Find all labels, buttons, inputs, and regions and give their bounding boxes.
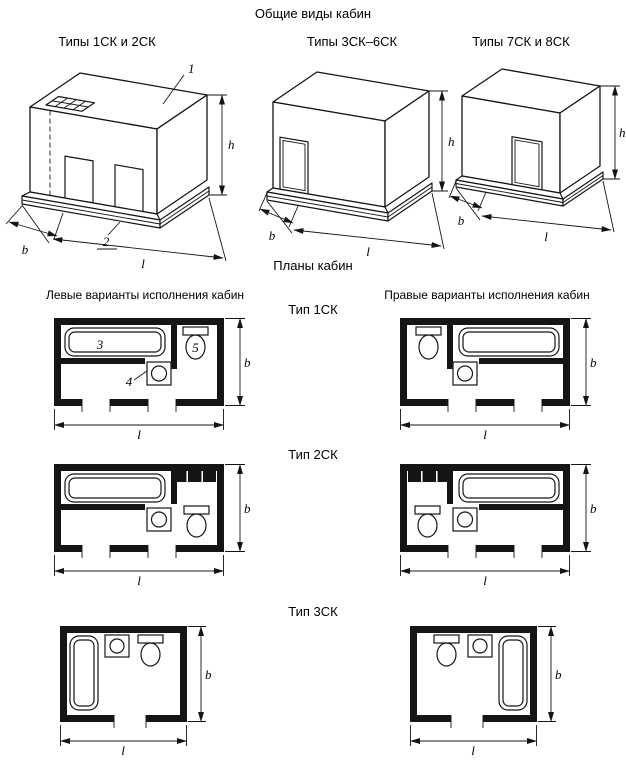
washbasin-fixture (104, 634, 130, 658)
dimension-length-label: l (366, 244, 370, 259)
dimension-length-label: l (137, 427, 141, 442)
base-plinth (455, 171, 604, 207)
left-variants-header: Левые варианты исполнения кабин (45, 288, 245, 302)
bath-fixture (64, 327, 166, 357)
dimension-length: l (54, 409, 224, 442)
callout-toilet-number: 5 (192, 340, 199, 355)
dimension-width: b (538, 626, 562, 722)
cabin-mirrored (400, 318, 570, 412)
view-label-types-7sk-8sk: Типы 7СК и 8СК (472, 34, 570, 49)
callout-roof: 1 (162, 61, 195, 105)
dimension-height-label: h (228, 137, 235, 152)
toilet-fixture (137, 634, 164, 667)
general-view-types-1sk-2sk: 1 2 h b l (5, 61, 235, 271)
general-view-types-7sk-8sk: h b l (448, 68, 626, 244)
dimension-length: l (400, 409, 570, 442)
dimension-width-label: b (205, 667, 212, 682)
cabin-mirrored (410, 626, 537, 728)
dimension-length-label: l (544, 229, 548, 244)
plan-1sk-right-variant: b l (400, 318, 597, 442)
callout-washbasin: 4 (126, 370, 148, 389)
view-label-types-1sk-2sk: Типы 1СК и 2СК (58, 34, 156, 49)
dimension-width-label: b (244, 501, 251, 516)
dimension-length-label: l (483, 573, 487, 588)
door-opening (279, 136, 309, 195)
dimension-height: h (429, 90, 455, 192)
dimension-width-label: b (458, 213, 465, 228)
dimension-length-label: l (121, 743, 125, 758)
dimension-length-label: l (471, 743, 475, 758)
callout-bath: 3 (96, 337, 104, 352)
dimension-width: b (258, 192, 299, 243)
dimension-width-label: b (590, 355, 597, 370)
dimension-width: b (225, 464, 251, 552)
dimension-length-label: l (483, 427, 487, 442)
dimension-width: b (571, 318, 597, 406)
plan-2sk-left-variant: b l (54, 464, 251, 588)
dimension-height: h (600, 85, 626, 180)
dimension-height-label: h (619, 125, 626, 140)
dimension-length-label: l (141, 256, 145, 271)
toilet-fixture (183, 505, 210, 538)
dimension-width: b (225, 318, 251, 406)
dimension-height: h (207, 94, 235, 196)
dimension-length: l (266, 192, 445, 259)
washbasin-fixture (146, 507, 172, 532)
dimension-width-label: b (269, 228, 276, 243)
dimension-width-label: b (590, 501, 597, 516)
callout-base-number: 2 (103, 234, 110, 249)
plan-type-label-1sk: Тип 1СК (288, 302, 338, 317)
dimension-width: b (5, 205, 64, 257)
ventilation-blocks (173, 471, 216, 482)
plan-type-label-2sk: Тип 2СК (288, 447, 338, 462)
cabin-mirrored (400, 464, 570, 558)
dimension-width: b (188, 626, 212, 722)
callout-washbasin-number: 4 (126, 374, 133, 389)
dimension-length: l (455, 180, 615, 244)
dimension-width: b (571, 464, 597, 552)
right-variants-header: Правые варианты исполнения кабин (384, 288, 590, 302)
dimension-width-label: b (244, 355, 251, 370)
callout-toilet: 5 (192, 340, 199, 355)
bath-fixture (64, 473, 166, 503)
plan-1sk-left-variant: 3 4 5 b l (54, 318, 251, 442)
plans-title: Планы кабин (273, 258, 353, 273)
callout-roof-number: 1 (188, 61, 195, 76)
plan-3sk-right-variant: b l (410, 626, 562, 758)
plan-3sk-left-variant: b l (60, 626, 212, 758)
dimension-length: l (60, 725, 187, 758)
dimension-length: l (400, 555, 570, 588)
dimension-length: l (54, 555, 224, 588)
dimension-length: l (410, 725, 537, 758)
main-title: Общие виды кабин (254, 6, 372, 21)
plan-type-label-3sk: Тип 3СК (288, 604, 338, 619)
bath-fixture (69, 635, 99, 711)
washbasin-fixture (146, 361, 172, 386)
dimension-length-label: l (137, 573, 141, 588)
general-view-types-3sk-6sk: h b l (258, 71, 455, 259)
toilet-fixture (182, 326, 209, 360)
dimension-height-label: h (448, 134, 455, 149)
view-label-types-3sk-6sk: Типы 3СК–6СК (306, 34, 398, 49)
callout-bath-number: 3 (96, 337, 104, 352)
plan-2sk-right-variant: b l (400, 464, 597, 588)
dimension-width-label: b (22, 242, 29, 257)
dimension-length: l (21, 197, 227, 271)
door-opening (511, 136, 543, 191)
base-plinth (21, 186, 210, 229)
dimension-width-label: b (555, 667, 562, 682)
roof-ventilation-grille-icon (45, 95, 96, 112)
